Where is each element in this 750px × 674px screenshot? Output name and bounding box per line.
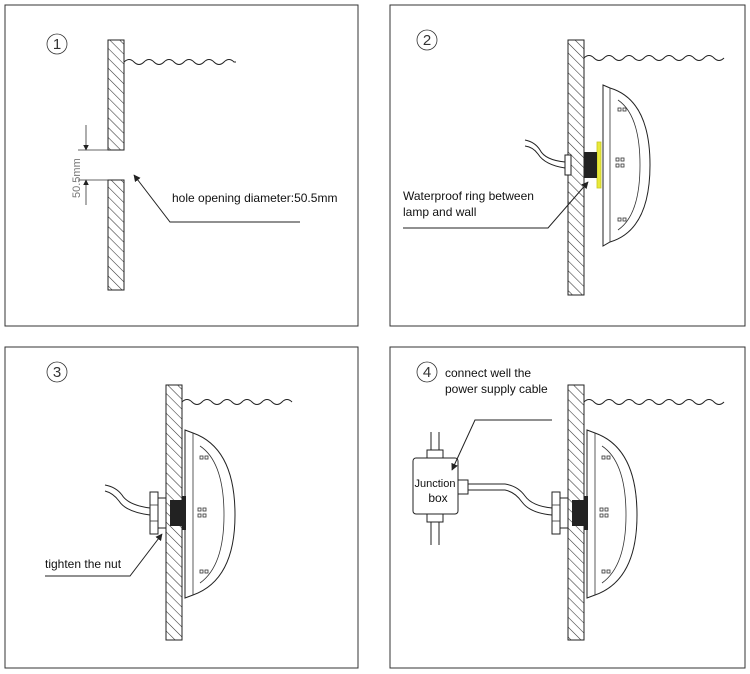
step-number: 2 bbox=[423, 32, 431, 49]
fitting-body bbox=[170, 500, 182, 526]
cable-upper bbox=[104, 484, 151, 509]
cable-lower bbox=[524, 145, 566, 169]
water-wave bbox=[181, 399, 293, 405]
junction-box-label-line-2: box bbox=[428, 491, 447, 505]
pool-lamp bbox=[602, 84, 651, 247]
tightened-nut bbox=[149, 491, 167, 535]
step-number: 3 bbox=[53, 364, 61, 381]
step-number-circle bbox=[46, 361, 68, 383]
tighten-nut-label: tighten the nut bbox=[45, 557, 122, 571]
hole-diameter-label: hole opening diameter:50.5mm bbox=[172, 191, 337, 205]
step-number-circle bbox=[416, 29, 438, 51]
leader-line bbox=[45, 533, 163, 577]
waterproof-ring bbox=[182, 496, 186, 530]
panel-step-3: 3 tighten the nut bbox=[4, 346, 359, 669]
panel-frame bbox=[4, 4, 359, 327]
fitting-body bbox=[572, 500, 584, 526]
junction-box-label-line-1: Junction bbox=[415, 478, 456, 490]
pool-lamp bbox=[586, 429, 638, 599]
step-number-circle bbox=[416, 361, 438, 383]
waterproof-ring bbox=[584, 496, 588, 530]
lamp-lens bbox=[601, 445, 627, 584]
lamp-leds bbox=[599, 455, 611, 574]
lamp-leds bbox=[615, 107, 627, 222]
ring-label-line-1: Waterproof ring between bbox=[403, 189, 534, 203]
leader-line bbox=[403, 181, 589, 229]
leader-line bbox=[451, 419, 552, 471]
step-number: 1 bbox=[53, 36, 61, 53]
tightened-nut bbox=[551, 491, 569, 535]
lamp-lens bbox=[199, 445, 225, 584]
step-number: 4 bbox=[423, 364, 431, 381]
water-wave bbox=[583, 399, 725, 405]
wall-lower bbox=[107, 179, 125, 291]
cable-lower bbox=[104, 490, 151, 516]
step-number-circle bbox=[46, 33, 68, 55]
cable-lower bbox=[468, 489, 553, 516]
wall-upper bbox=[107, 39, 125, 151]
lamp-leds bbox=[197, 455, 209, 574]
pool-lamp bbox=[184, 429, 236, 599]
ring-label-line-2: lamp and wall bbox=[403, 205, 476, 219]
leader-line bbox=[133, 174, 300, 223]
cable-upper bbox=[468, 483, 553, 509]
connect-label-line-1: connect well the bbox=[445, 366, 531, 380]
lamp-lens bbox=[617, 99, 641, 231]
panel-step-4: 4 connect well the power supply cable bbox=[389, 346, 746, 669]
water-wave bbox=[123, 59, 236, 65]
fitting-nut bbox=[564, 154, 572, 176]
water-wave bbox=[583, 55, 725, 61]
waterproof-ring bbox=[596, 141, 602, 189]
fitting-body bbox=[584, 152, 597, 178]
connect-label-line-2: power supply cable bbox=[445, 382, 548, 396]
panel-step-2: 2 Waterproof ring between lamp and wall bbox=[389, 4, 746, 327]
panel-step-1: 1 50.5mm hole opening diameter:50.5mm bbox=[4, 4, 359, 327]
junction-box bbox=[412, 432, 469, 545]
cable-upper bbox=[524, 139, 566, 163]
dimension-label: 50.5mm bbox=[71, 158, 83, 198]
